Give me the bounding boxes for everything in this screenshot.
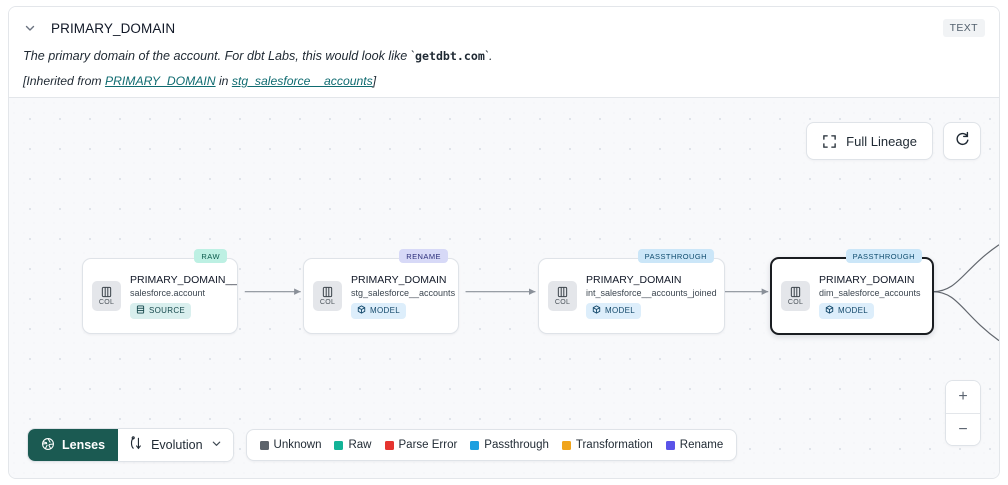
legend-swatch-transformation [561, 440, 571, 450]
column-icon: COL [548, 281, 577, 312]
node-2-tag: RENAME [399, 249, 448, 264]
legend-item-passthrough: Passthrough [470, 439, 549, 451]
node-4-subtitle: dim_salesforce_accounts [819, 287, 921, 298]
refresh-button[interactable] [943, 122, 981, 161]
inherited-model-link[interactable]: stg_salesforce__accounts [231, 74, 373, 88]
lineage-node-2[interactable]: RENAME COL PRIMARY_DOMAIN stg_salesforce… [303, 249, 459, 335]
node-4-title: PRIMARY_DOMAIN [819, 273, 915, 286]
node-1-body: PRIMARY_DOMAIN__C salesforce.account SOU… [121, 274, 237, 319]
lineage-canvas[interactable]: Full Lineage RAW [9, 97, 999, 478]
node-1-subtitle: salesforce.account [130, 287, 206, 298]
database-icon [136, 305, 145, 316]
zoom-in-button[interactable]: + [946, 381, 980, 413]
branch-icon [129, 436, 143, 454]
column-icon: COL [92, 281, 121, 312]
edge-4b [933, 291, 999, 342]
title-row: PRIMARY_DOMAIN [23, 17, 985, 39]
legend-item-rename: Rename [665, 439, 724, 451]
legend-swatch-rename [665, 440, 675, 450]
legend-label-transformation: Transformation [575, 439, 653, 451]
inherit-suffix: ] [372, 74, 377, 88]
legend-label-unknown: Unknown [273, 439, 322, 451]
node-2-subtitle: stg_salesforce__accounts [351, 287, 456, 298]
node-2-kind-badge: MODEL [351, 302, 406, 319]
column-icon: COL [781, 281, 810, 312]
node-4-kind-label: MODEL [838, 306, 868, 316]
column-icon-label: COL [787, 299, 804, 307]
description-code: getdbt.com [415, 49, 485, 63]
expand-icon [822, 134, 837, 149]
node-1-tag: RAW [194, 249, 227, 264]
inherit-prefix: [Inherited from [23, 74, 105, 88]
cube-icon [825, 305, 834, 316]
column-icon-label: COL [554, 299, 571, 307]
node-4-kind-badge: MODEL [819, 302, 874, 319]
card-header: PRIMARY_DOMAIN TEXT The primary domain o… [9, 7, 999, 98]
canvas-bottom-bar: Lenses Evolution [27, 428, 738, 462]
cube-icon [592, 305, 601, 316]
description-text-pre: The primary domain of the account. For d… [23, 49, 415, 63]
node-2-body: PRIMARY_DOMAIN stg_salesforce__accounts … [342, 274, 458, 319]
lenses-button[interactable]: Lenses [28, 429, 119, 461]
legend-item-parse-error: Parse Error [384, 439, 458, 451]
legend-swatch-parse-error [384, 440, 394, 450]
legend-item-unknown: Unknown [259, 439, 322, 451]
legend-label-passthrough: Passthrough [484, 439, 549, 451]
lenses-label: Lenses [62, 438, 106, 452]
node-3-subtitle: int_salesforce__accounts_joined [586, 287, 717, 298]
zoom-controls: + − [945, 380, 981, 446]
full-lineage-label: Full Lineage [846, 133, 917, 149]
node-1-kind-badge: SOURCE [130, 302, 192, 319]
lineage-node-4[interactable]: PASSTHROUGH COL PRIMARY_DOMAIN dim_sales… [770, 249, 934, 336]
lineage-node-1[interactable]: RAW COL PRIMARY_DOMAIN__C salesforce.acc… [82, 249, 238, 335]
lenses-segmented-control: Lenses Evolution [27, 428, 234, 462]
column-icon-label: COL [319, 299, 336, 307]
legend-item-transformation: Transformation [561, 439, 653, 451]
zoom-out-button[interactable]: − [946, 413, 980, 445]
aperture-icon [41, 437, 55, 454]
node-2-title: PRIMARY_DOMAIN [351, 273, 447, 286]
chevron-down-icon [211, 438, 222, 452]
node-4-tag: PASSTHROUGH [845, 249, 922, 264]
node-3-title: PRIMARY_DOMAIN [586, 273, 682, 286]
node-3-tag: PASSTHROUGH [637, 249, 714, 264]
node-1-title: PRIMARY_DOMAIN__C [130, 273, 237, 286]
column-detail-card: PRIMARY_DOMAIN TEXT The primary domain o… [8, 6, 1000, 479]
evolution-label: Evolution [151, 438, 203, 452]
edge-4a [933, 244, 999, 293]
node-4-body: PRIMARY_DOMAIN dim_salesforce_accounts M… [810, 274, 927, 319]
legend-label-rename: Rename [679, 439, 724, 451]
column-description: The primary domain of the account. For d… [23, 48, 985, 65]
inherited-from-note: [Inherited from PRIMARY_DOMAIN in stg_sa… [23, 73, 985, 89]
chevron-down-icon[interactable] [23, 21, 37, 35]
refresh-icon [954, 131, 970, 152]
node-3-kind-label: MODEL [605, 306, 635, 316]
legend-swatch-unknown [259, 440, 269, 450]
lineage-edges [244, 244, 999, 342]
node-3-kind-badge: MODEL [586, 302, 641, 319]
node-2-kind-label: MODEL [370, 306, 400, 316]
legend-label-raw: Raw [348, 439, 372, 451]
lineage-node-3[interactable]: PASSTHROUGH COL PRIMARY_DOMAIN int_sales… [538, 249, 725, 335]
legend-item-raw: Raw [334, 439, 372, 451]
lineage-legend: Unknown Raw Parse Error Passthrough [245, 429, 738, 461]
cube-icon [357, 305, 366, 316]
node-3-body: PRIMARY_DOMAIN int_salesforce__accounts_… [577, 274, 723, 319]
column-icon: COL [313, 281, 342, 312]
evolution-dropdown[interactable]: Evolution [118, 429, 233, 461]
description-text-post: `. [484, 49, 493, 63]
legend-label-parse-error: Parse Error [398, 439, 458, 451]
page-title: PRIMARY_DOMAIN [51, 20, 176, 36]
canvas-toolbar: Full Lineage [806, 122, 981, 161]
full-lineage-button[interactable]: Full Lineage [806, 122, 933, 161]
inherit-middle: in [215, 74, 232, 88]
type-badge: TEXT [942, 19, 985, 37]
legend-swatch-passthrough [470, 440, 480, 450]
column-icon-label: COL [98, 299, 115, 307]
inherited-column-link[interactable]: PRIMARY_DOMAIN [104, 74, 216, 88]
legend-swatch-raw [334, 440, 344, 450]
node-1-kind-label: SOURCE [149, 306, 186, 316]
